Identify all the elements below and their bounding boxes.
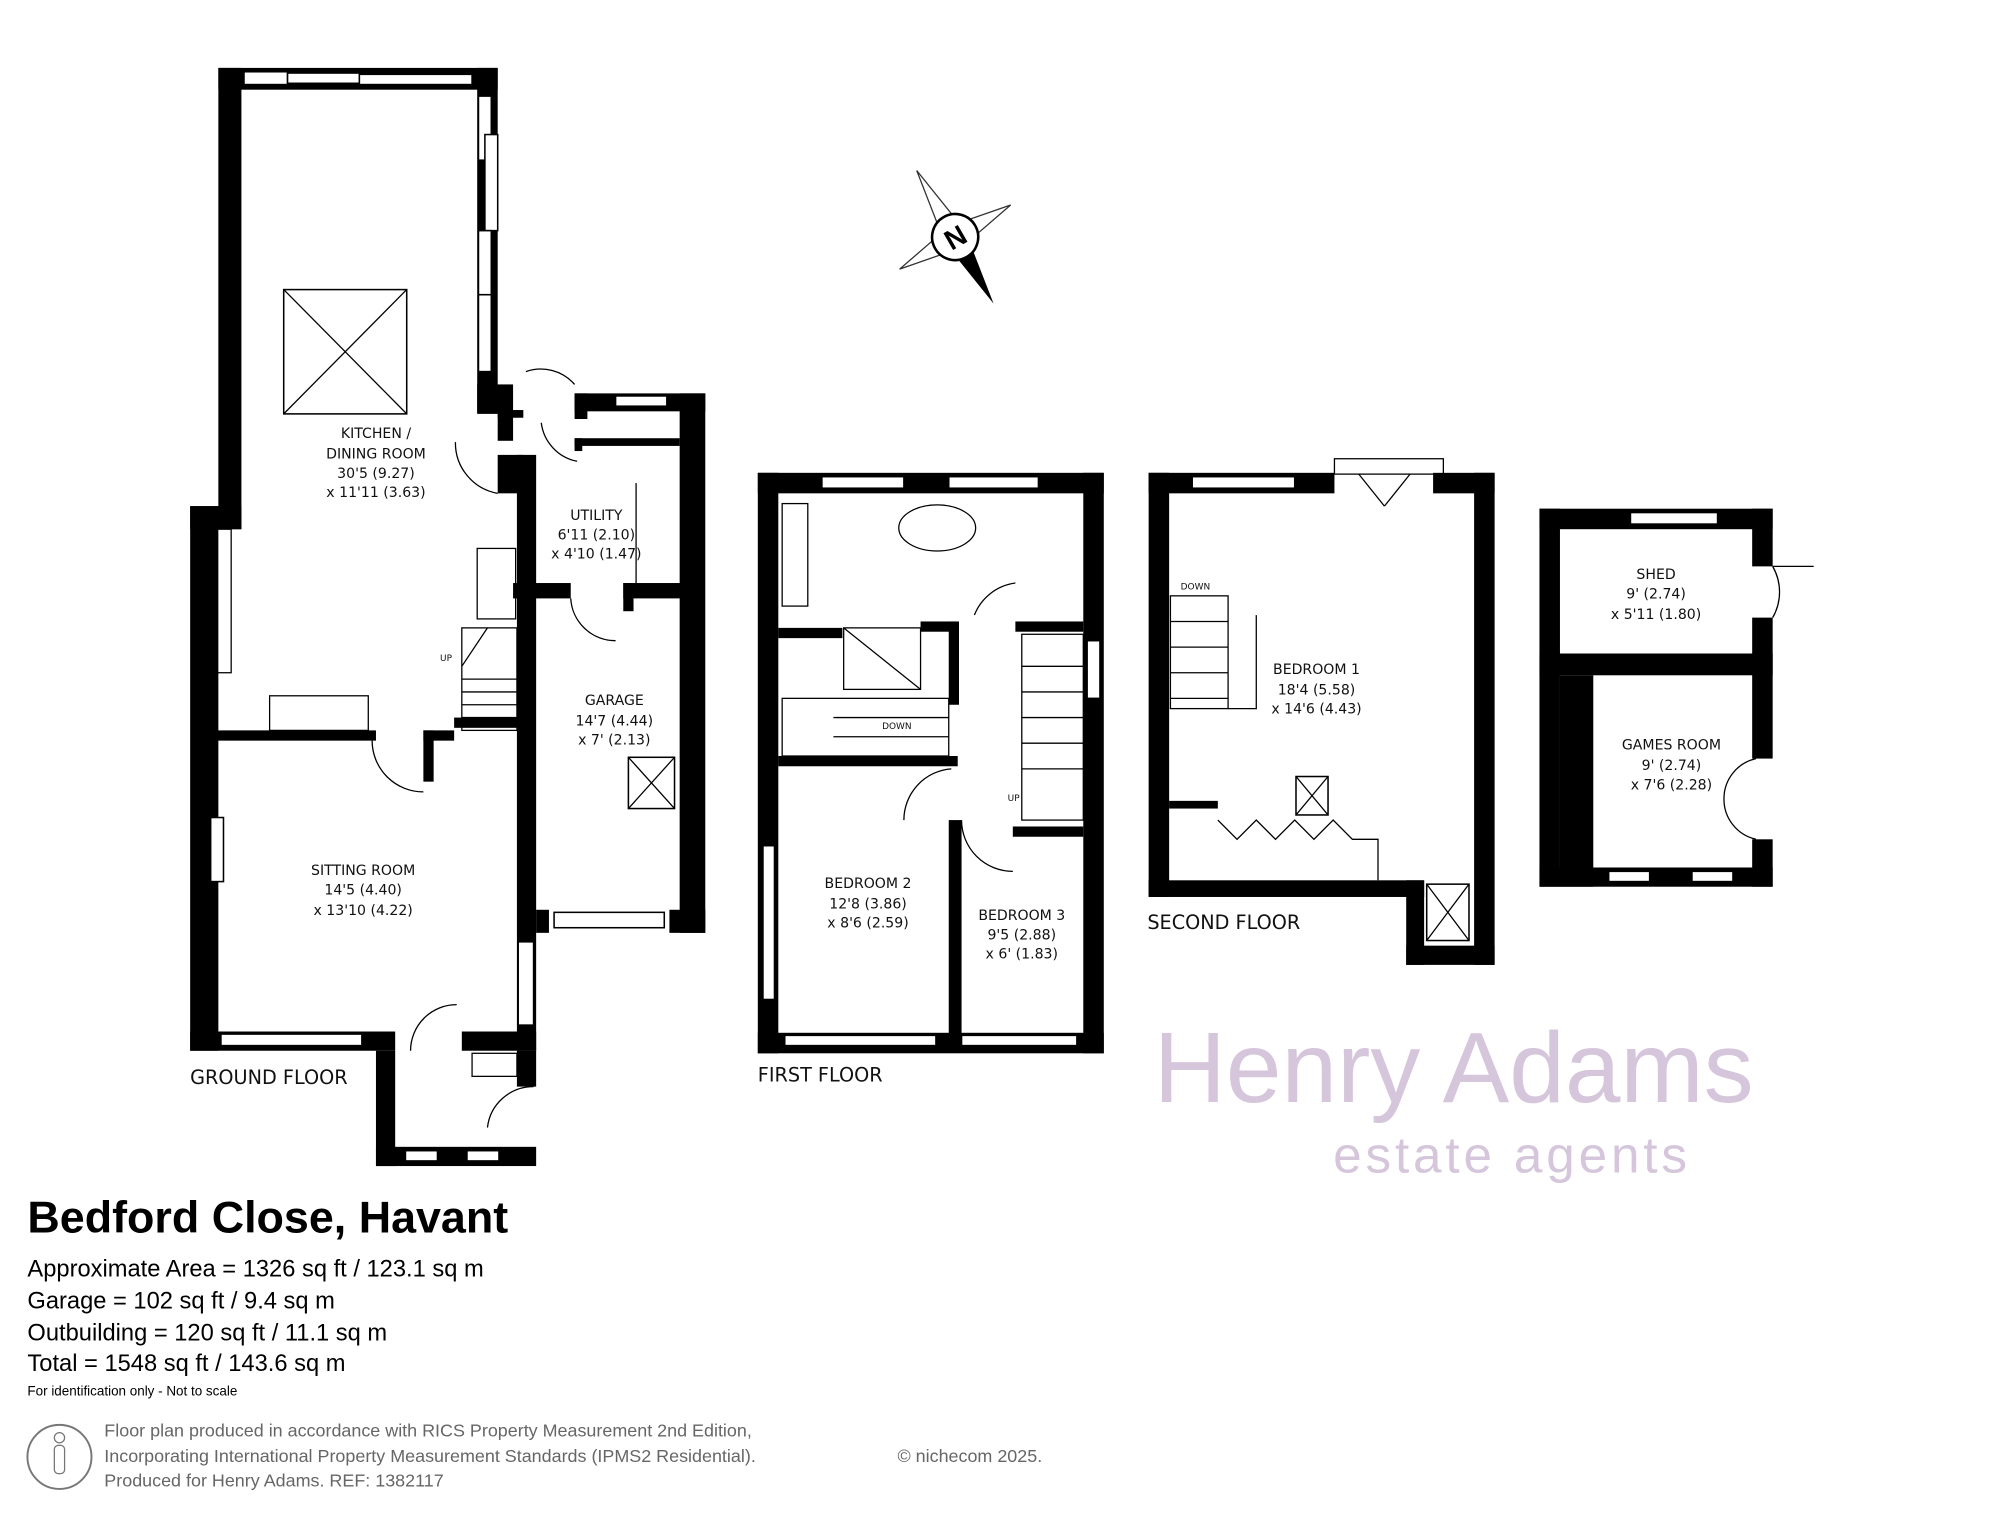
utility-room: UTILITY 6'11 (2.10) x 4'10 (1.47) bbox=[551, 508, 641, 562]
bedroom-1: BEDROOM 1 18'4 (5.58) x 14'6 (4.43) bbox=[1271, 662, 1361, 718]
compass-icon: N bbox=[899, 170, 1012, 304]
garage: GARAGE 14'7 (4.44) x 7' (2.13) bbox=[576, 693, 654, 749]
shed: SHED 9' (2.74) x 5'11 (1.80) bbox=[1611, 567, 1701, 623]
property-info: Bedford Close, Havant Approximate Area =… bbox=[27, 1192, 508, 1399]
second-floor-label: SECOND FLOOR bbox=[1147, 911, 1300, 934]
person-icon bbox=[26, 1423, 93, 1490]
svg-text:9' (2.74): 9' (2.74) bbox=[1642, 758, 1702, 774]
disclaimer: For identification only - Not to scale bbox=[27, 1383, 237, 1398]
bedroom-3: BEDROOM 3 9'5 (2.88) x 6' (1.83) bbox=[978, 908, 1065, 962]
watermark-tagline: estate agents bbox=[1333, 1126, 1691, 1183]
svg-text:KITCHEN /: KITCHEN / bbox=[341, 426, 411, 442]
copyright: © nichecom 2025. bbox=[897, 1446, 1042, 1466]
watermark: Henry Adams estate agents bbox=[1154, 1013, 1754, 1183]
svg-text:30'5 (9.27): 30'5 (9.27) bbox=[337, 466, 415, 482]
area-total: Total = 1548 sq ft / 143.6 sq m bbox=[27, 1351, 345, 1377]
svg-text:GAMES ROOM: GAMES ROOM bbox=[1622, 738, 1721, 754]
first-floor-plan: DOWN UP BEDROOM 2 12'8 (3.86) x 8'6 (2.5… bbox=[757, 472, 1104, 1086]
svg-text:GARAGE: GARAGE bbox=[585, 693, 644, 709]
ground-floor-label: GROUND FLOOR bbox=[190, 1066, 347, 1089]
stairs-up-label: UP bbox=[440, 654, 453, 664]
svg-text:6'11 (2.10): 6'11 (2.10) bbox=[558, 527, 636, 543]
svg-text:UTILITY: UTILITY bbox=[570, 508, 623, 524]
stairs-down-label: DOWN bbox=[1181, 582, 1211, 592]
svg-text:x 13'10 (4.22): x 13'10 (4.22) bbox=[313, 903, 412, 919]
property-title: Bedford Close, Havant bbox=[27, 1192, 508, 1243]
first-floor-label: FIRST FLOOR bbox=[758, 1063, 883, 1086]
second-floor-plan: DOWN BEDROOM 1 18'4 (5.58) x 14'6 (4.43)… bbox=[1147, 458, 1495, 965]
footer: Floor plan produced in accordance with R… bbox=[26, 1420, 1042, 1490]
sitting-room: SITTING ROOM 14'5 (4.40) x 13'10 (4.22) bbox=[311, 863, 415, 919]
svg-text:x 11'11 (3.63): x 11'11 (3.63) bbox=[326, 485, 425, 501]
games-room: GAMES ROOM 9' (2.74) x 7'6 (2.28) bbox=[1622, 738, 1721, 794]
svg-text:x 14'6 (4.43): x 14'6 (4.43) bbox=[1271, 702, 1361, 718]
svg-text:x 8'6 (2.59): x 8'6 (2.59) bbox=[827, 916, 908, 932]
outbuilding-plan: SHED 9' (2.74) x 5'11 (1.80) GAMES ROOM … bbox=[1539, 508, 1814, 887]
svg-text:BEDROOM 1: BEDROOM 1 bbox=[1273, 662, 1360, 678]
watermark-brand: Henry Adams bbox=[1154, 1013, 1754, 1124]
svg-text:SHED: SHED bbox=[1636, 567, 1675, 583]
stairs-down-label: DOWN bbox=[882, 722, 912, 732]
svg-text:x 4'10 (1.47): x 4'10 (1.47) bbox=[551, 547, 641, 563]
svg-text:BEDROOM 2: BEDROOM 2 bbox=[825, 876, 912, 892]
svg-text:x 5'11 (1.80): x 5'11 (1.80) bbox=[1611, 607, 1701, 623]
ground-stairs: UP bbox=[440, 627, 518, 732]
area-approximate: Approximate Area = 1326 sq ft / 123.1 sq… bbox=[27, 1256, 483, 1282]
svg-text:DINING ROOM: DINING ROOM bbox=[326, 447, 426, 463]
svg-text:14'7 (4.44): 14'7 (4.44) bbox=[576, 713, 654, 729]
svg-text:SITTING ROOM: SITTING ROOM bbox=[311, 863, 415, 879]
svg-text:x 7'6 (2.28): x 7'6 (2.28) bbox=[1631, 777, 1712, 793]
svg-text:x 7' (2.13): x 7' (2.13) bbox=[578, 732, 650, 748]
stairs-up-label: UP bbox=[1008, 794, 1021, 804]
footer-line-3: Produced for Henry Adams. REF: 1382117 bbox=[104, 1470, 443, 1490]
kitchen-dining-room: KITCHEN / DINING ROOM 30'5 (9.27) x 11'1… bbox=[326, 426, 426, 501]
ground-floor-plan: UP KITCHEN / DINING ROOM 30'5 (9.27) x 1… bbox=[190, 67, 706, 1167]
footer-line-2: Incorporating International Property Mea… bbox=[104, 1446, 756, 1466]
svg-text:9' (2.74): 9' (2.74) bbox=[1626, 586, 1686, 602]
svg-text:x 6' (1.83): x 6' (1.83) bbox=[986, 946, 1058, 962]
footer-line-1: Floor plan produced in accordance with R… bbox=[104, 1420, 752, 1440]
svg-text:12'8 (3.86): 12'8 (3.86) bbox=[829, 896, 907, 912]
svg-text:14'5 (4.40): 14'5 (4.40) bbox=[324, 882, 402, 898]
svg-text:BEDROOM 3: BEDROOM 3 bbox=[978, 908, 1065, 924]
bedroom-2: BEDROOM 2 12'8 (3.86) x 8'6 (2.59) bbox=[825, 876, 912, 932]
svg-text:18'4 (5.58): 18'4 (5.58) bbox=[1278, 683, 1356, 699]
area-garage: Garage = 102 sq ft / 9.4 sq m bbox=[27, 1288, 334, 1314]
svg-text:9'5 (2.88): 9'5 (2.88) bbox=[987, 927, 1056, 943]
area-outbuilding: Outbuilding = 120 sq ft / 11.1 sq m bbox=[27, 1320, 387, 1346]
